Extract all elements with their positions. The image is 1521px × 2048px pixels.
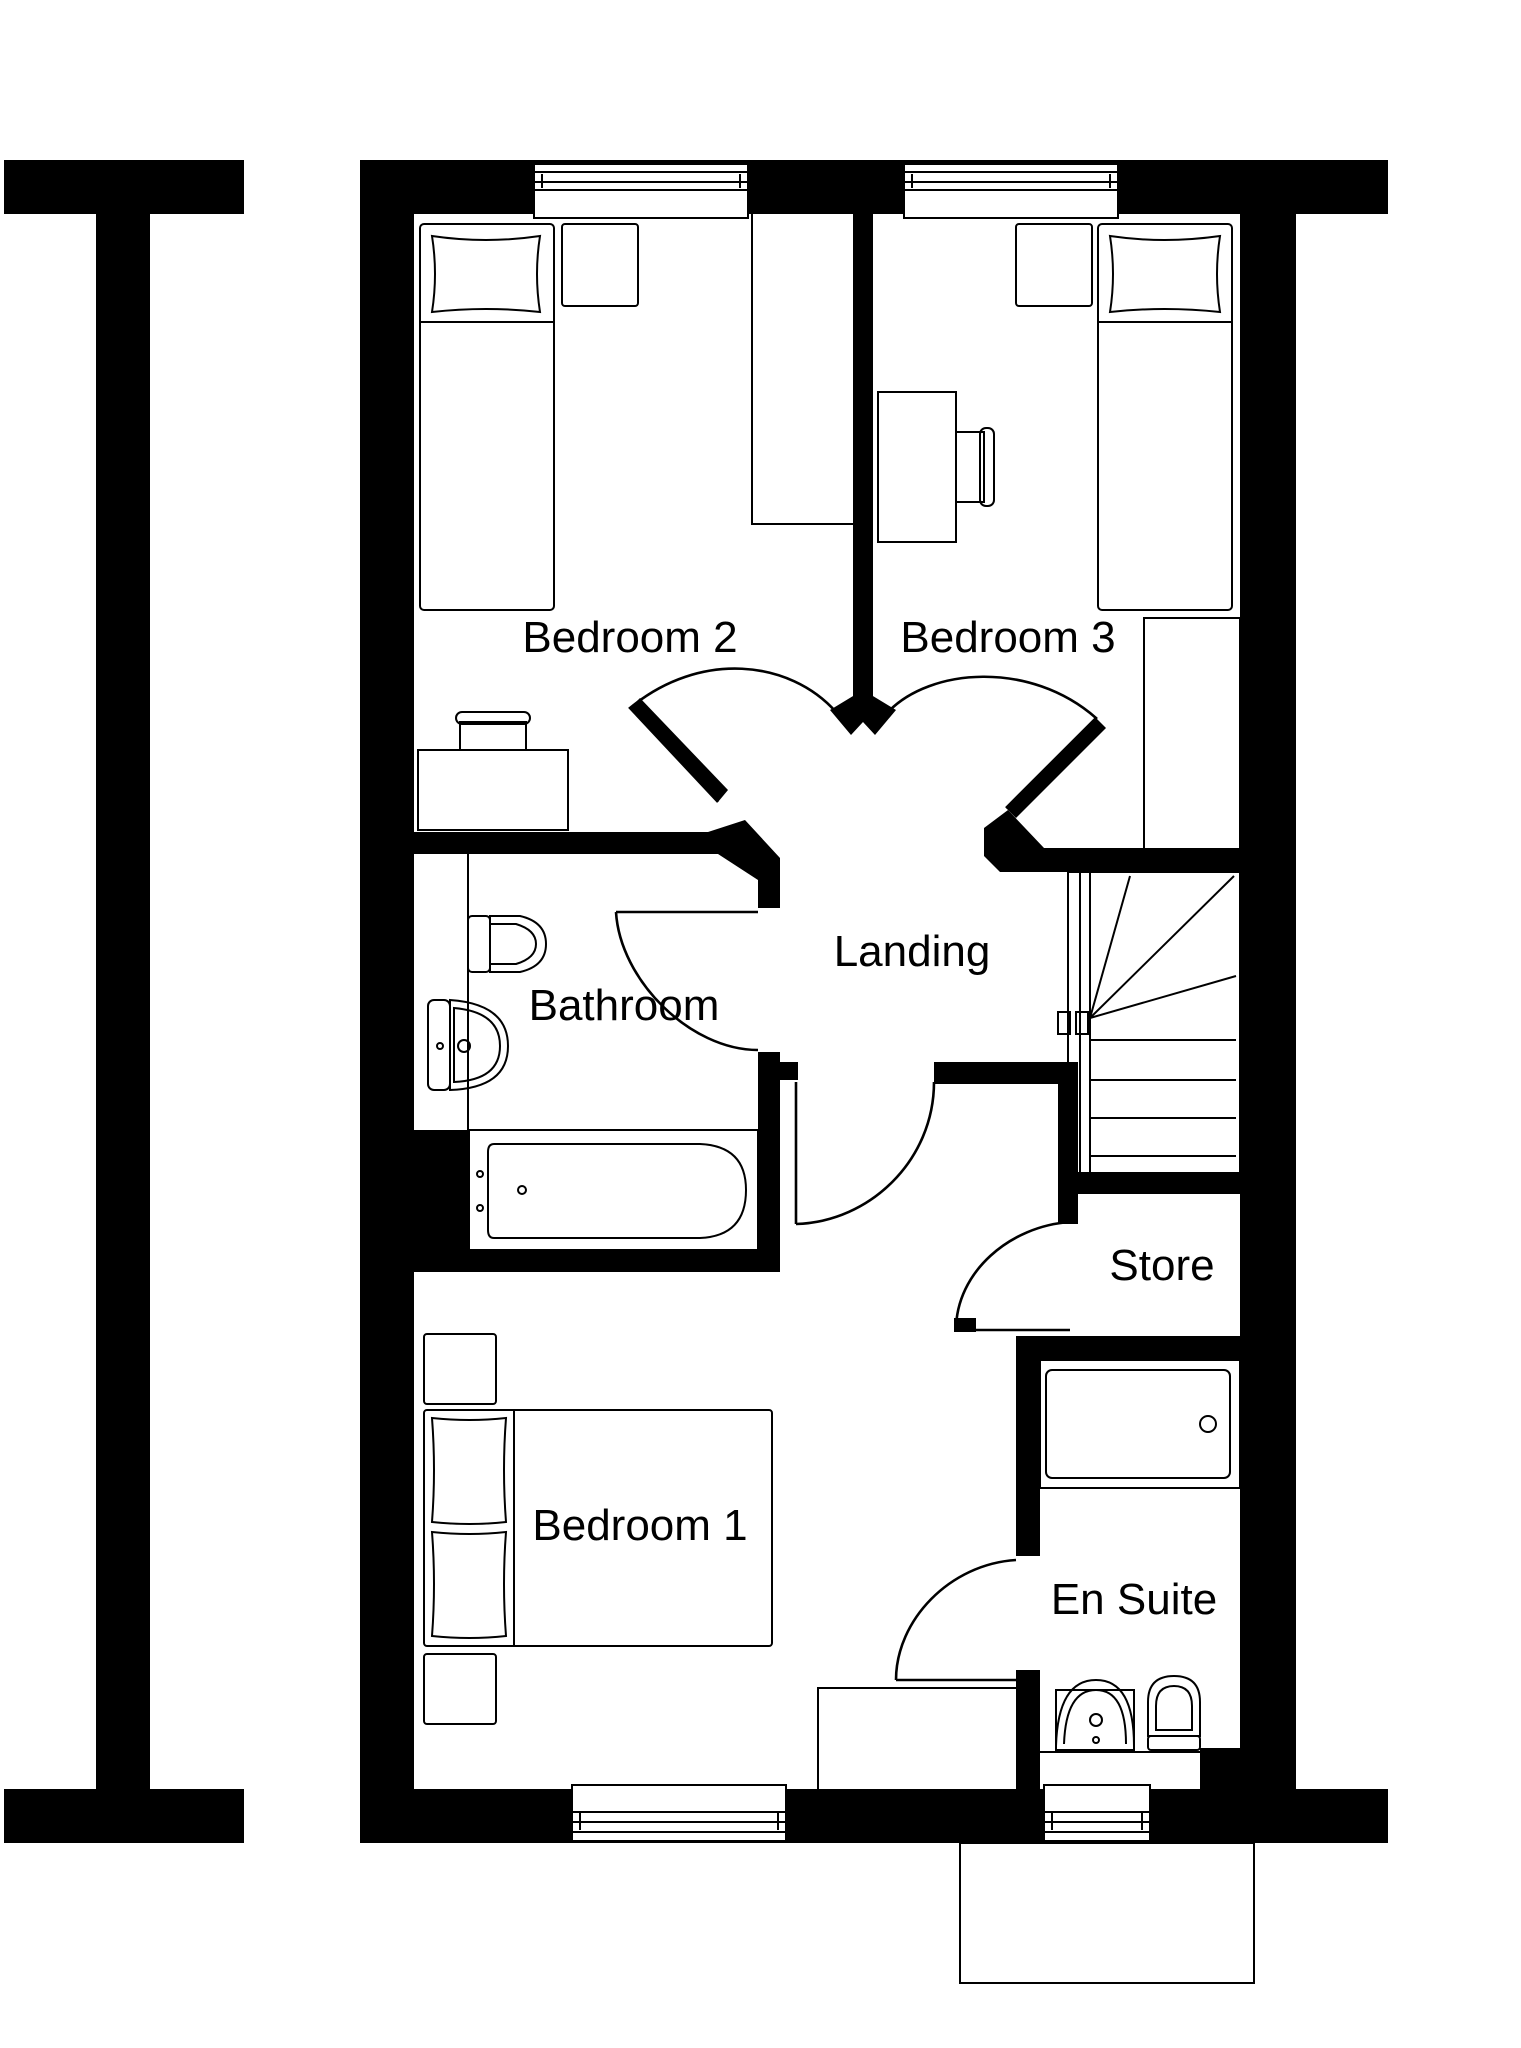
party-wall-left [4,160,244,1843]
internal-walls [410,210,1240,1792]
room-label-en-suite: En Suite [1051,1575,1217,1624]
room-label-store: Store [1109,1241,1214,1290]
bedside-table-bedroom-3 [1015,223,1093,307]
desk-bedroom-2 [417,711,569,831]
wardrobe-bedroom-2 [751,209,855,525]
bathtub-bathroom [467,1129,759,1251]
room-label-bedroom-1: Bedroom 1 [532,1501,747,1550]
door-store [954,1220,1071,1332]
desk-bedroom-3 [877,391,995,543]
bedside-table-bedroom-2 [561,223,639,307]
outer-walls [360,160,1388,1843]
bedside-table-left-bottom [423,1653,497,1725]
door-bedroom-2 [628,667,837,803]
room-label-landing: Landing [834,927,991,976]
basin-bathroom [427,998,510,1092]
door-bathroom [614,910,759,1052]
window-top-left [533,163,749,219]
toilet-en-suite [1147,1674,1201,1751]
basin-en-suite [1055,1678,1135,1751]
porch-projection [959,1842,1255,1984]
room-label-bathroom: Bathroom [529,981,720,1030]
staircase [1057,871,1241,1177]
door-bedroom-3 [887,675,1106,818]
bed-bedroom-1 [423,1409,773,1647]
room-label-bedroom-3: Bedroom 3 [900,613,1115,662]
door-en-suite [894,1558,1017,1682]
bed-bedroom-3 [1097,223,1233,611]
door-landing-bottom [794,1081,936,1226]
wardrobe-bedroom-1 [817,1687,1019,1791]
toilet-bathroom [467,915,548,973]
window-top-right [903,163,1119,219]
shower-en-suite [1039,1359,1241,1489]
bedside-table-left-top [423,1333,497,1405]
room-label-bedroom-2: Bedroom 2 [522,613,737,662]
bed-bedroom-2 [419,223,555,611]
window-bottom-right [1043,1784,1151,1842]
window-bottom-left [571,1784,787,1842]
wardrobe-bedroom-3 [1143,617,1241,851]
